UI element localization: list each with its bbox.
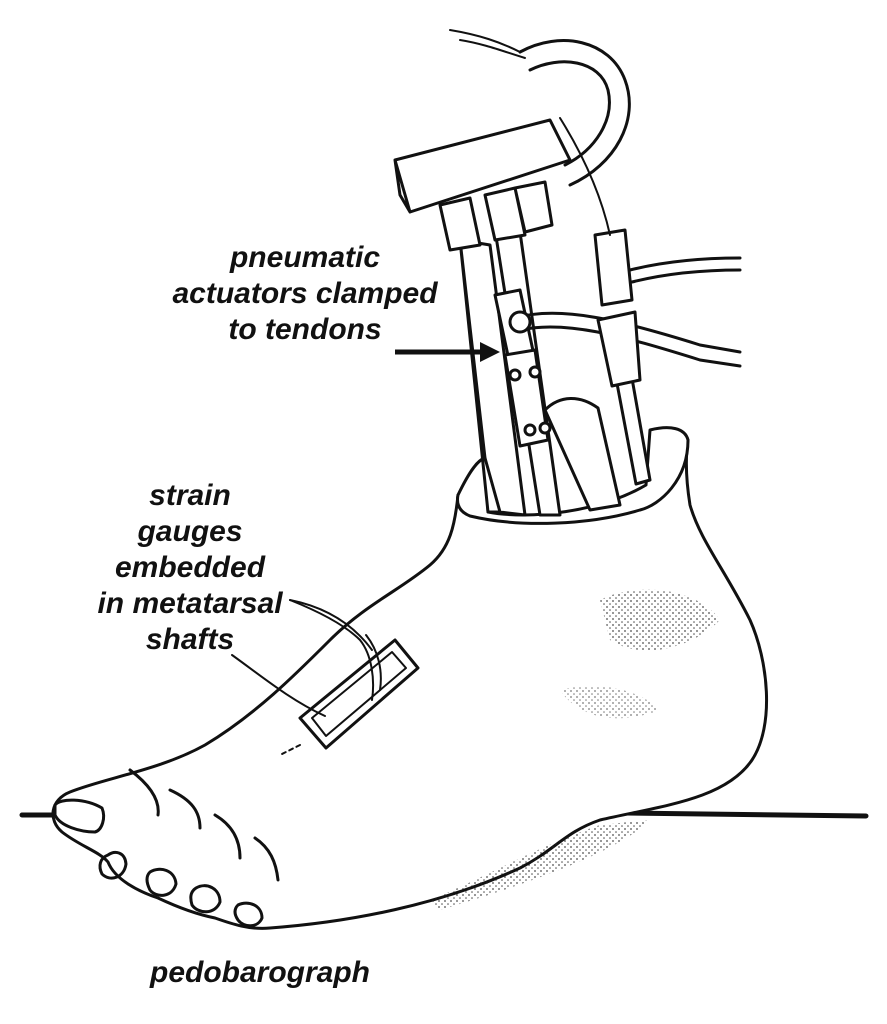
toe-creases <box>128 768 280 882</box>
top-cables <box>449 29 526 59</box>
big-toe <box>53 798 106 834</box>
label-pedobarograph: pedobarograph <box>150 956 371 989</box>
strain-gauge-inner <box>311 651 407 737</box>
label-strain-line-2: gauges <box>137 515 243 548</box>
clamp-screw-4 <box>538 421 552 435</box>
clamp-bar <box>393 118 572 214</box>
fitting-wire <box>559 117 611 236</box>
toe-4 <box>189 884 222 914</box>
fitting-clamp <box>596 310 642 388</box>
label-strain-line-1: strain <box>149 479 231 512</box>
toe-5 <box>233 901 264 928</box>
strain-leader-line <box>289 599 373 651</box>
curved-hose <box>518 39 631 187</box>
label-pneumatic-actuators: pneumatic actuators clamped to tendons <box>140 240 470 348</box>
strain-leader-line-2 <box>231 654 326 717</box>
side-hose <box>628 256 742 284</box>
pressure-fitting <box>593 228 634 307</box>
toe-3 <box>145 867 178 897</box>
heel-shading <box>600 589 720 651</box>
label-strain-line-4: in metatarsal <box>97 587 283 620</box>
label-strain-line-3: embedded <box>114 551 266 584</box>
label-actuators-line-2: actuators clamped <box>172 277 438 310</box>
label-strain-line-5: shafts <box>145 623 235 656</box>
clamp-screw-3 <box>523 423 537 437</box>
clamp-screw-2 <box>528 365 542 379</box>
toe-2 <box>98 850 128 880</box>
label-strain-gauges: strain gauges embedded in metatarsal sha… <box>60 478 320 658</box>
strain-gauge-dashes <box>279 744 301 756</box>
ankle-shading <box>560 686 660 719</box>
foot-outline <box>51 438 769 930</box>
clamp-screw-1 <box>508 368 522 382</box>
hose-fitting <box>508 310 532 334</box>
strain-gauge-insert <box>298 638 420 750</box>
label-actuators-line-3: to tendons <box>228 313 382 346</box>
tendon-rod-3 <box>543 397 622 512</box>
strain-gauge-wires <box>289 599 382 701</box>
label-actuators-line-1: pneumatic <box>229 241 381 274</box>
clamp-posts <box>438 180 554 252</box>
sole-shading <box>430 820 650 910</box>
actuator-arrow <box>395 342 500 362</box>
